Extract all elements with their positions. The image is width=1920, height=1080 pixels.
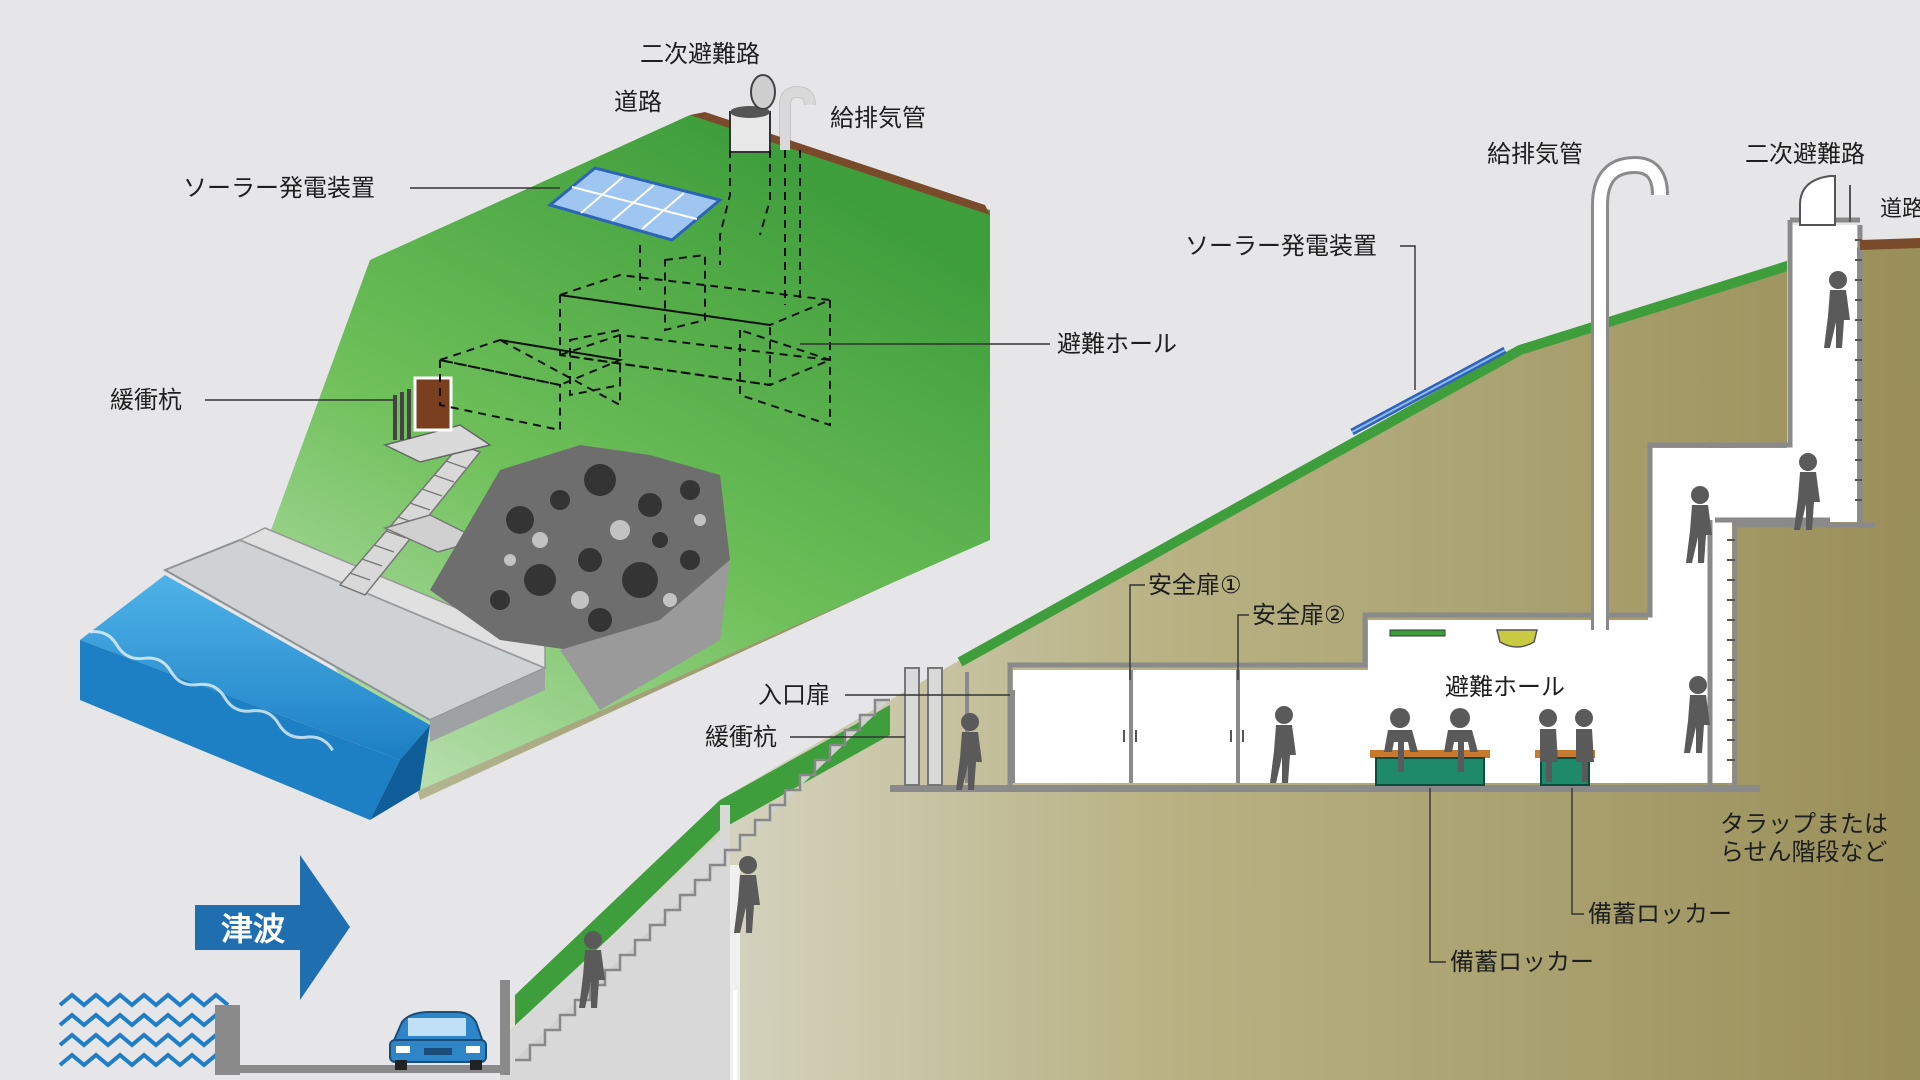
iso-label-secondary-route: 二次避難路 (640, 40, 760, 68)
label-entrance-door: 入口扉 (758, 681, 830, 709)
iso-label-buffer-pile: 緩衝杭 (110, 386, 182, 414)
hall-interior (1013, 225, 1857, 783)
label-locker-2: 備蓄ロッカー (1450, 948, 1594, 976)
label-vent-pipe: 給排気管 (1487, 140, 1583, 168)
stair-retaining-wall (500, 805, 730, 1080)
iso-solar-grid (571, 176, 698, 230)
rock-texture (490, 464, 700, 632)
label-buffer-pile: 緩衝杭 (705, 723, 777, 751)
rock-cliff-shade (560, 560, 730, 710)
ceiling-light (1389, 629, 1446, 637)
label-door2: 安全扉② (1252, 601, 1346, 629)
car (389, 1011, 487, 1070)
isometric-view: 二次避難路 道路 給排気管 ソーラー発電装置 避難ホール 緩衝杭 (80, 40, 1177, 820)
label-solar: ソーラー発電装置 (1185, 232, 1377, 260)
stair-wall-bottom (730, 865, 740, 1080)
iso-label-vent-pipe: 給排気管 (830, 104, 926, 132)
rock-highlights (504, 514, 706, 609)
secondary-exit-dome (1799, 175, 1836, 226)
water-top (80, 575, 430, 760)
stair-steps (515, 698, 890, 1062)
label-road: 道路 (1880, 197, 1920, 222)
ceiling-lamp (1496, 629, 1538, 648)
label-door1: 安全扉① (1148, 571, 1242, 599)
sea-wall-front (430, 668, 545, 742)
cross-section: 給排気管 二次避難路 道路 ソーラー発電装置 安全扉① 安全扉② 入口扉 緩衝杭… (215, 140, 1920, 1080)
buffer-pile-2 (927, 667, 943, 786)
iso-secondary-exit (729, 111, 771, 153)
sea-wall-section (215, 1005, 240, 1075)
water-side (370, 725, 430, 820)
iso-label-solar: ソーラー発電装置 (183, 174, 375, 202)
iso-entrance-deck (382, 424, 492, 463)
iso-stair-steps (349, 460, 467, 581)
wave-crest (89, 630, 334, 752)
bench-1 (1370, 750, 1490, 758)
label-ladder-line1: タラップまたは (1720, 810, 1888, 838)
label-locker-1: 備蓄ロッカー (1588, 900, 1732, 928)
sea-wave-pattern (58, 992, 230, 1068)
locker-1 (1375, 757, 1485, 786)
iso-hall-dashed (436, 150, 834, 432)
bench-2 (1535, 750, 1595, 758)
iso-label-hall: 避難ホール (1057, 330, 1177, 358)
stair-wall-post (500, 980, 510, 1075)
label-hall: 避難ホール (1445, 673, 1565, 701)
label-ladder-line2: らせん階段など (1720, 838, 1888, 866)
iso-exit-hatch (750, 74, 776, 110)
water-front (80, 640, 400, 820)
section-soil (510, 240, 1920, 1080)
iso-buffer-piles (393, 389, 411, 440)
section-grass-lower (515, 705, 890, 1030)
tsunami-label: 津波 (221, 910, 285, 948)
tsunami-arrow: 津波 (195, 855, 350, 1000)
iso-vent-pipe (780, 86, 815, 150)
iso-entrance-door (413, 376, 453, 432)
label-secondary-route: 二次避難路 (1745, 140, 1865, 168)
iso-label-road: 道路 (614, 88, 662, 116)
people (579, 271, 1850, 1008)
ladder-rungs (1727, 239, 1862, 761)
buffer-pile-1 (904, 667, 920, 786)
coast-road-section (240, 1065, 510, 1073)
